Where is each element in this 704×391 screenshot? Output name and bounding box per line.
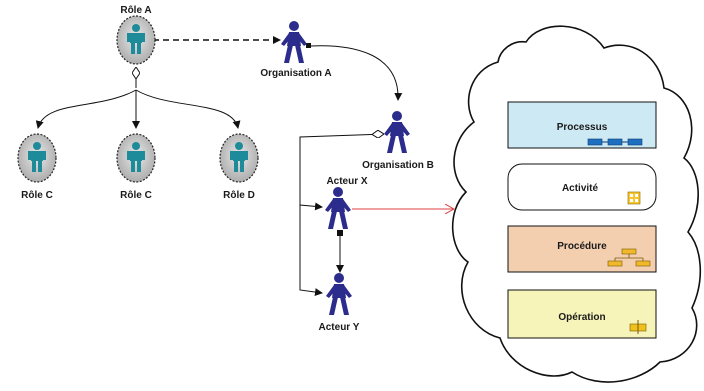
role-c2-label: Rôle C xyxy=(120,190,152,201)
procedure-box: Procédure xyxy=(507,225,657,273)
procedure-tree-icon xyxy=(607,248,651,267)
activite-label: Activité xyxy=(562,183,599,194)
organisation-b-label: Organisation B xyxy=(362,160,434,171)
link-org-a-to-org-b xyxy=(309,45,403,101)
role-c1-label: Rôle C xyxy=(21,190,53,201)
activite-box: Activité xyxy=(507,163,657,211)
link-role-a-to-d xyxy=(135,89,241,129)
link-role-a-to-c1 xyxy=(35,89,137,129)
role-a-label: Rôle A xyxy=(120,5,151,16)
activity-grid-icon xyxy=(627,191,641,205)
processus-label: Processus xyxy=(557,122,608,133)
process-chain-icon xyxy=(587,138,643,146)
operation-icon xyxy=(629,320,647,334)
organisation-a-label: Organisation A xyxy=(260,68,331,79)
operation-box: Opération xyxy=(507,289,657,339)
link-org-b-to-y xyxy=(299,200,323,297)
organisation-b-actor-icon xyxy=(384,111,410,153)
role-d-node xyxy=(219,133,259,183)
processus-box: Processus xyxy=(507,101,657,149)
acteur-y-actor-icon xyxy=(326,273,352,315)
role-c2-node xyxy=(116,133,156,183)
acteur-x-actor-icon xyxy=(325,187,351,229)
link-org-b-to-x xyxy=(299,134,384,207)
organisation-a-actor-icon xyxy=(281,21,307,63)
acteur-y-label: Acteur Y xyxy=(319,322,360,333)
role-d-label: Rôle D xyxy=(223,190,255,201)
role-c1-node xyxy=(17,133,57,183)
acteur-x-label: Acteur X xyxy=(326,176,367,187)
procedure-label: Procédure xyxy=(557,241,607,252)
operation-label: Opération xyxy=(558,312,605,323)
role-a-node xyxy=(116,15,156,65)
